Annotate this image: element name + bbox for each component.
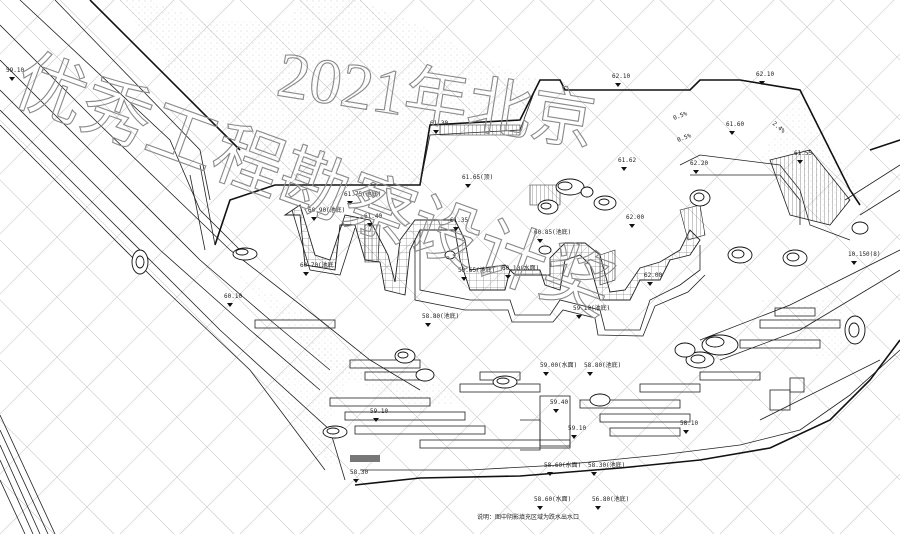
elevation-label: 59.10(池底) bbox=[573, 304, 610, 312]
elevation-label: 60.70(池底) bbox=[300, 261, 337, 269]
elevation-label: 58.10 bbox=[680, 420, 698, 427]
stream-channels bbox=[283, 124, 706, 337]
elevation-triangle-icon bbox=[595, 506, 601, 510]
elevation-label: 61.55 bbox=[794, 150, 812, 157]
elevation-label: 58.80(池底) bbox=[422, 312, 459, 320]
elevation-triangle-icon bbox=[303, 272, 309, 276]
elevation-triangle-icon bbox=[615, 83, 621, 87]
elevation-markers bbox=[9, 77, 857, 510]
elevation-triangle-icon bbox=[621, 167, 627, 171]
elevation-triangle-icon bbox=[591, 472, 597, 476]
elevation-triangle-icon bbox=[461, 277, 467, 281]
elevation-label: 61.40 bbox=[364, 213, 382, 220]
elevation-triangle-icon bbox=[537, 506, 543, 510]
elevation-triangle-icon bbox=[227, 303, 233, 307]
elevation-label: 59.10 bbox=[6, 67, 24, 74]
elevation-label: 58.80(池底) bbox=[584, 361, 621, 369]
elevation-label: 62.00 bbox=[644, 272, 662, 279]
elevation-triangle-icon bbox=[647, 282, 653, 286]
elevation-label: 59.00(水面) bbox=[540, 361, 577, 369]
elevation-label: 62.00 bbox=[626, 214, 644, 221]
elevation-triangle-icon bbox=[553, 409, 559, 413]
elevation-label: 56.80(池底) bbox=[592, 495, 629, 503]
elevation-label: 62.10 bbox=[612, 73, 630, 80]
elevation-triangle-icon bbox=[797, 160, 803, 164]
elevation-label: 59.10 bbox=[568, 425, 586, 432]
elevation-triangle-icon bbox=[9, 77, 15, 81]
elevation-label: 61.75(池底) bbox=[344, 190, 381, 198]
elevation-label: 59.40 bbox=[550, 399, 568, 406]
stair-block bbox=[769, 149, 851, 226]
elevation-label: 61.35 bbox=[450, 217, 468, 224]
elevation-label: 61.62 bbox=[618, 157, 636, 164]
elevation-label: 60.10(水面) bbox=[502, 264, 539, 272]
drawing-note: 说明：图中阴影填充区域为跌水出水口 bbox=[477, 513, 579, 521]
elevation-triangle-icon bbox=[587, 372, 593, 376]
elevation-triangle-icon bbox=[465, 184, 471, 188]
elevation-label: 59.10 bbox=[370, 408, 388, 415]
elevation-triangle-icon bbox=[373, 418, 379, 422]
elevation-triangle-icon bbox=[629, 224, 635, 228]
elevation-label: 62.20 bbox=[690, 160, 708, 167]
elevation-triangle-icon bbox=[851, 261, 857, 265]
elevation-label: 10.150(8) bbox=[848, 251, 881, 258]
elevation-triangle-icon bbox=[683, 430, 689, 434]
elevation-labels: 59.10 62.10 62.10 61.30 61.60 61.55 62.2… bbox=[6, 67, 881, 503]
elevation-triangle-icon bbox=[311, 217, 317, 221]
elevation-triangle-icon bbox=[759, 81, 765, 85]
elevation-label: 58.60(水面) bbox=[544, 461, 581, 469]
elevation-label: 59.65(池底) bbox=[458, 266, 495, 274]
elevation-label: 60.10 bbox=[224, 293, 242, 300]
elevation-label: 61.30 bbox=[430, 120, 448, 127]
elevation-label: 62.10 bbox=[756, 71, 774, 78]
watermark: 2021年北京 优秀工程勘察设计奖 bbox=[4, 38, 623, 331]
elevation-label: 61.65(顶) bbox=[462, 174, 493, 181]
elevation-label: 58.60(水面) bbox=[534, 495, 571, 503]
slope-label: 0.5% bbox=[672, 110, 688, 122]
elevation-label: 58.30(池底) bbox=[588, 461, 625, 469]
elevation-label: 58.30 bbox=[350, 469, 368, 476]
slope-label: 0.5% bbox=[676, 132, 692, 144]
elevation-label: 60.85(池底) bbox=[534, 228, 571, 236]
elevation-triangle-icon bbox=[543, 372, 549, 376]
elevation-triangle-icon bbox=[347, 201, 353, 205]
elevation-triangle-icon bbox=[367, 223, 373, 227]
elevation-triangle-icon bbox=[576, 315, 582, 319]
elevation-triangle-icon bbox=[425, 323, 431, 327]
elevation-triangle-icon bbox=[537, 239, 543, 243]
elevation-triangle-icon bbox=[453, 227, 459, 231]
boulders bbox=[131, 178, 869, 439]
elevation-triangle-icon bbox=[729, 131, 735, 135]
elevation-triangle-icon bbox=[505, 275, 511, 279]
elevation-triangle-icon bbox=[547, 472, 553, 476]
elevation-label: 61.60 bbox=[726, 121, 744, 128]
elevation-triangle-icon bbox=[353, 479, 359, 483]
lower-boundary bbox=[354, 249, 900, 486]
lower-platforms bbox=[254, 307, 841, 462]
elevation-triangle-icon bbox=[433, 130, 439, 134]
elevation-triangle-icon bbox=[693, 170, 699, 174]
elevation-triangle-icon bbox=[571, 435, 577, 439]
elevation-label: 60.90(池底) bbox=[308, 206, 345, 214]
